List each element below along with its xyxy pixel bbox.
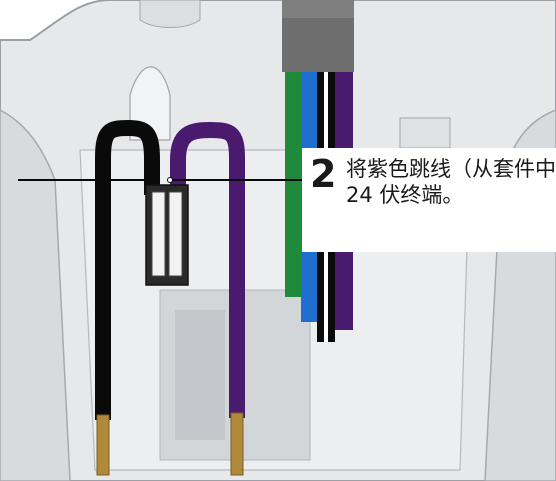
callout-text-line-2: 24 伏终端。 (346, 183, 464, 207)
black-jumper-brass-tip (96, 414, 110, 476)
housing-recess-inner (175, 310, 225, 440)
terminal-block (399, 117, 451, 149)
mounting-tab (139, 0, 201, 28)
wire-connector-lever-left (151, 191, 166, 277)
black-jumper-wire (95, 120, 160, 420)
leader-endpoint (167, 177, 173, 183)
housing-left-wall (0, 109, 71, 481)
wire-connector-lever-right (168, 191, 183, 277)
callout-box: 2 将紫色跳线（从套件中）连接到 24 伏终端。 (302, 148, 556, 252)
purple-jumper-brass-tip (230, 412, 244, 476)
cable-jacket-highlight (282, 0, 354, 18)
callout-number: 2 (310, 152, 337, 196)
purple-jumper-wire (170, 122, 245, 418)
green-wire (285, 72, 301, 297)
callout-text-line-1: 将紫色跳线（从套件中）连接到 (346, 157, 556, 181)
